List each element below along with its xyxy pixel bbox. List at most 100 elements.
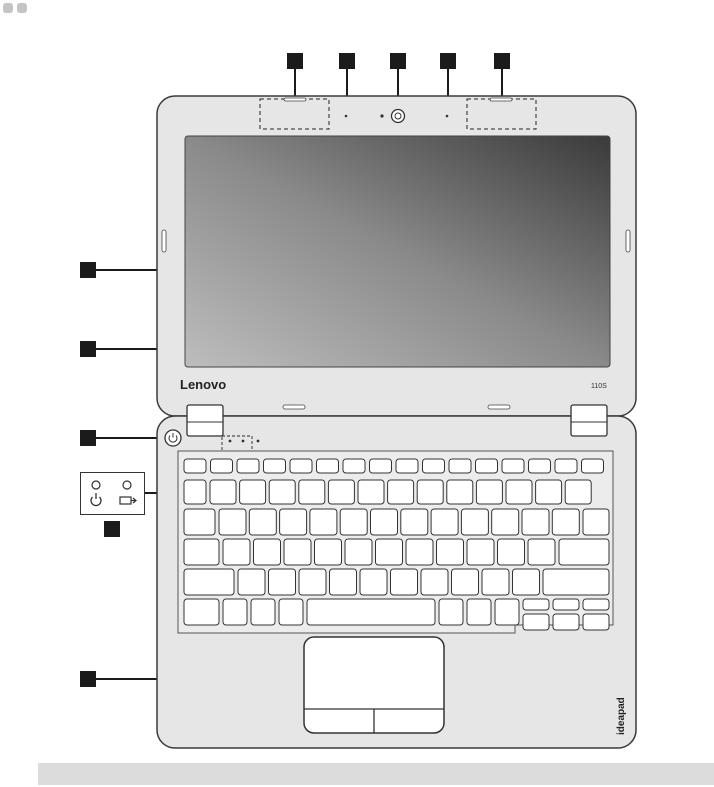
- keyboard-key: [461, 509, 488, 535]
- keyboard-key: [476, 480, 502, 504]
- keyboard-key: [552, 509, 579, 535]
- keyboard-key: [343, 459, 365, 473]
- keyboard-key: [284, 539, 311, 565]
- camera-indicator: [380, 114, 383, 117]
- keyboard-key: [582, 459, 604, 473]
- microphone-left: [345, 115, 348, 118]
- camera: [392, 110, 405, 123]
- keyboard-key: [447, 480, 473, 504]
- keyboard-key: [583, 614, 609, 630]
- keyboard-key: [211, 459, 233, 473]
- wireless-indicator: [257, 440, 260, 443]
- keyboard-key: [391, 569, 418, 595]
- keyboard: [178, 451, 613, 633]
- keyboard-key: [495, 599, 519, 625]
- hinge-right: [571, 405, 607, 436]
- keyboard-key: [269, 569, 296, 595]
- hinge-left: [187, 405, 223, 436]
- keyboard-key: [482, 569, 509, 595]
- keyboard-key: [565, 480, 591, 504]
- keyboard-key: [396, 459, 418, 473]
- keyboard-key: [449, 459, 471, 473]
- keyboard-key: [315, 539, 342, 565]
- keyboard-key: [401, 509, 428, 535]
- keyboard-key: [528, 539, 555, 565]
- keyboard-key: [371, 509, 398, 535]
- side-label: ideapad: [616, 697, 627, 735]
- keyboard-key: [529, 459, 551, 473]
- keyboard-key: [345, 539, 372, 565]
- touchpad: [304, 637, 444, 733]
- keyboard-key: [251, 599, 275, 625]
- keyboard-key: [431, 509, 458, 535]
- keyboard-key: [254, 539, 281, 565]
- keyboard-key: [223, 539, 250, 565]
- brand-label: Lenovo: [180, 377, 226, 392]
- power-button: [165, 430, 181, 446]
- keyboard-key: [388, 480, 414, 504]
- keyboard-key: [421, 569, 448, 595]
- keyboard-key: [476, 459, 498, 473]
- keyboard-key: [219, 509, 246, 535]
- keyboard-key: [317, 459, 339, 473]
- keyboard-key: [184, 509, 215, 535]
- keyboard-key: [523, 599, 549, 610]
- keyboard-key: [543, 569, 609, 595]
- keyboard-key: [290, 459, 312, 473]
- keyboard-key: [340, 509, 367, 535]
- microphone-right: [446, 115, 449, 118]
- base: ideapad: [157, 405, 636, 748]
- keyboard-key: [583, 599, 609, 610]
- keyboard-key: [264, 459, 286, 473]
- keyboard-key: [299, 480, 325, 504]
- keyboard-key: [506, 480, 532, 504]
- keyboard-key: [555, 459, 577, 473]
- keyboard-key: [223, 599, 247, 625]
- keyboard-key: [467, 539, 494, 565]
- keyboard-key: [280, 509, 307, 535]
- keyboard-key: [237, 459, 259, 473]
- keyboard-key: [583, 509, 609, 535]
- keyboard-key: [513, 569, 540, 595]
- keyboard-key: [184, 599, 219, 625]
- keyboard-key: [467, 599, 491, 625]
- keyboard-key: [299, 569, 326, 595]
- keyboard-key: [279, 599, 303, 625]
- keyboard-key: [307, 599, 435, 625]
- keyboard-key: [417, 480, 443, 504]
- keyboard-key: [328, 480, 354, 504]
- keyboard-key: [184, 459, 206, 473]
- keyboard-key: [269, 480, 295, 504]
- keyboard-key: [370, 459, 392, 473]
- model-label: 110S: [591, 383, 607, 390]
- keyboard-key: [559, 539, 609, 565]
- keyboard-key: [492, 509, 519, 535]
- keyboard-key: [406, 539, 433, 565]
- lid: Lenovo 110S: [157, 96, 636, 416]
- keyboard-key: [498, 539, 525, 565]
- keyboard-key: [240, 480, 266, 504]
- keyboard-key: [330, 569, 357, 595]
- keyboard-key: [439, 599, 463, 625]
- keyboard-key: [238, 569, 265, 595]
- keyboard-key: [437, 539, 464, 565]
- keyboard-key: [184, 480, 206, 504]
- keyboard-key: [452, 569, 479, 595]
- footer-bar: [38, 763, 714, 785]
- keyboard-key: [184, 539, 219, 565]
- keyboard-key: [376, 539, 403, 565]
- keyboard-key: [553, 614, 579, 630]
- keyboard-key: [523, 614, 549, 630]
- keyboard-key: [360, 569, 387, 595]
- keyboard-key: [522, 509, 549, 535]
- keyboard-key: [184, 569, 234, 595]
- display-screen: [185, 136, 610, 367]
- keyboard-key: [502, 459, 524, 473]
- keyboard-key: [536, 480, 562, 504]
- keyboard-key: [358, 480, 384, 504]
- keyboard-key: [310, 509, 337, 535]
- keyboard-key: [210, 480, 236, 504]
- keyboard-key: [423, 459, 445, 473]
- keyboard-key: [249, 509, 276, 535]
